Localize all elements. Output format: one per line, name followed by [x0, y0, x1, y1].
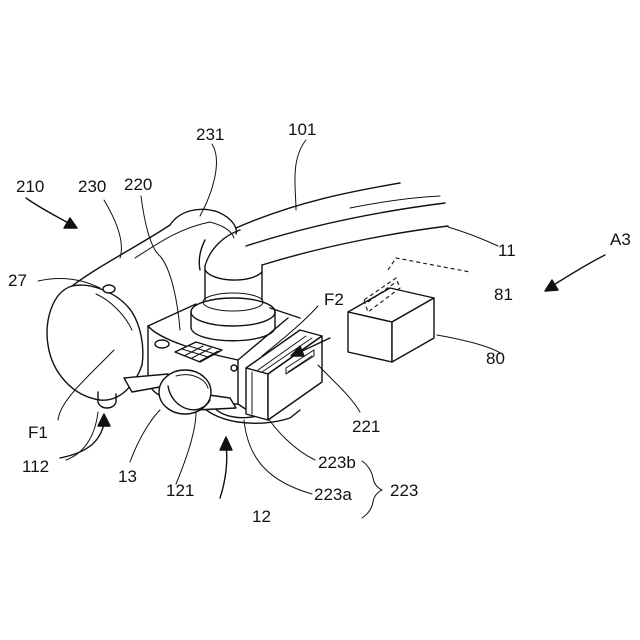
label-27: 27 [8, 271, 27, 290]
arrow-12-head [220, 437, 232, 450]
indicator-hole-27 [103, 285, 115, 293]
label-230: 230 [78, 177, 106, 196]
label-221: 221 [352, 417, 380, 436]
reference-labels: 101 231 210 230 220 27 A3 11 81 F2 80 F1… [8, 120, 631, 526]
label-F2: F2 [324, 290, 344, 309]
label-223a: 223a [314, 485, 352, 504]
port-hole [155, 340, 169, 348]
arrow-210 [26, 198, 70, 224]
label-101: 101 [288, 120, 316, 139]
label-223b: 223b [318, 453, 356, 472]
label-13: 13 [118, 467, 137, 486]
filter-cartridge [348, 258, 470, 362]
label-112: 112 [22, 457, 49, 476]
label-220: 220 [124, 175, 152, 194]
label-121: 121 [166, 481, 194, 500]
label-223: 223 [390, 481, 418, 500]
small-hole [231, 365, 237, 371]
label-F1: F1 [28, 423, 48, 442]
label-A3: A3 [610, 230, 631, 249]
faucet-spout [205, 183, 448, 300]
label-231: 231 [196, 125, 224, 144]
faucet-collar [191, 293, 275, 341]
arrow-A3 [552, 255, 605, 286]
switch-knob [124, 370, 236, 414]
label-12: 12 [252, 507, 271, 526]
arrow-A3-head [545, 280, 558, 291]
label-80: 80 [486, 349, 505, 368]
arrow-210-head [64, 218, 77, 228]
label-81: 81 [494, 285, 513, 304]
arrow-112-head [98, 414, 110, 426]
label-210: 210 [16, 177, 44, 196]
label-11: 11 [498, 241, 516, 260]
arrow-12 [220, 446, 227, 498]
arrow-112 [60, 424, 104, 458]
